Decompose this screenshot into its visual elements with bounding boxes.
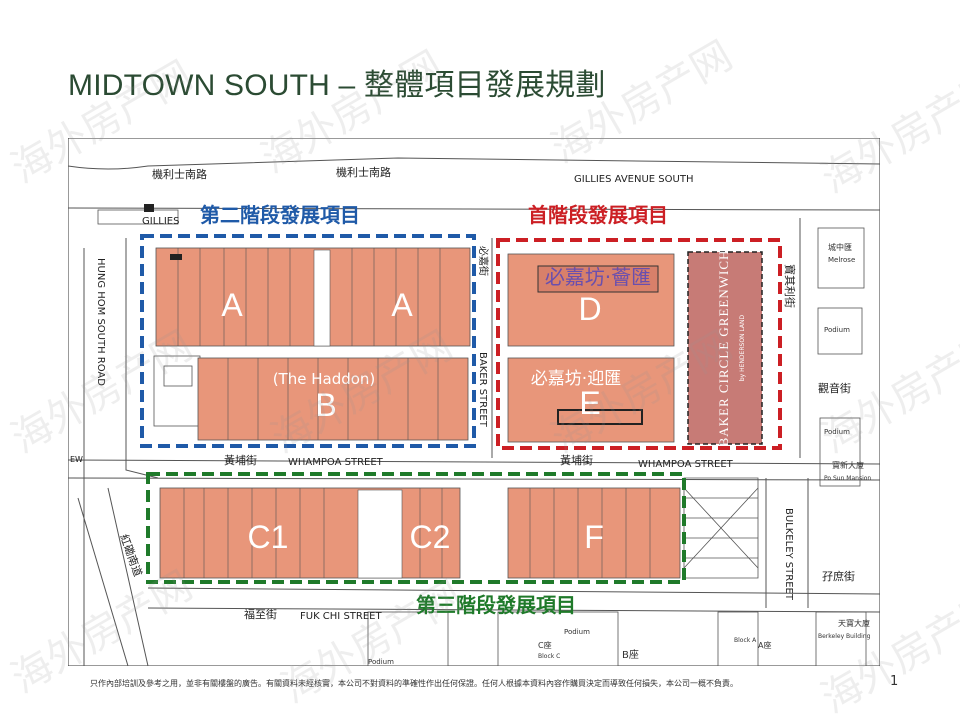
street-whampoa-cn-right: 黃埔街 [560, 453, 593, 467]
bus-stop-icon [170, 254, 182, 260]
gillies-marker-icon [144, 204, 154, 212]
phase3-label: 第三階段發展項目 [416, 593, 576, 617]
street-bulkeley: BULKELEY STREET [783, 508, 794, 601]
street-whampoa-cn-left: 黃埔街 [224, 453, 257, 467]
po-sun-cn: 寶新大廈 [832, 460, 864, 470]
street-baker-cn: 必嘉街 [477, 246, 490, 276]
block-cf-lot-lines [183, 488, 651, 578]
block-b-footprint[interactable] [197, 357, 469, 441]
phase3-boundary[interactable] [146, 472, 686, 584]
street-gillies-short: GILLIES [142, 216, 179, 227]
block-a-label-right: A [391, 287, 413, 323]
berkeley-cn: 天寶大廈 [838, 618, 870, 628]
podium-3: Podium [564, 628, 590, 636]
street-fuk-chi-en: FUK CHI STREET [300, 611, 382, 622]
podium-1: Podium [824, 326, 850, 334]
podium-2: Podium [824, 428, 850, 436]
po-sun-en: Po Sun Mansion [824, 475, 871, 482]
block-c2-label: C2 [410, 519, 451, 555]
block-c-en: Block C [538, 653, 560, 660]
block-d-label: D [578, 291, 601, 327]
block-c1-label: C1 [248, 519, 289, 555]
block-e-label: E [579, 385, 600, 421]
greenwich-subtitle: by HENDERSON LAND [739, 314, 746, 381]
block-a-cn: A座 [758, 640, 771, 650]
berkeley-en: Berkeley Building [818, 633, 871, 640]
street-gillies-cn-right: 機利士南路 [336, 165, 391, 179]
street-po-loi: 寶其利街 [783, 264, 797, 308]
street-gillies-en: GILLIES AVENUE SOUTH [574, 174, 693, 185]
street-hung-hom-south: HUNG HOM SOUTH ROAD [95, 258, 106, 386]
block-f-label: F [584, 519, 604, 555]
phase1-boundary[interactable] [496, 238, 782, 450]
street-baker-en: BAKER STREET [477, 352, 488, 428]
site-plan-map[interactable]: A A B C1 C2 D E F (The Haddon) 必嘉坊·薈匯 必嘉… [68, 138, 880, 666]
page-title: MIDTOWN SOUTH – 整體項目發展規劃 [68, 69, 606, 102]
street-ew: EW [70, 455, 83, 464]
block-e-name: 必嘉坊·迎匯 [531, 369, 621, 389]
road-lines [68, 157, 880, 666]
phase1-label: 首階段發展項目 [528, 203, 668, 227]
block-e-footprint[interactable] [507, 357, 675, 443]
neighbour-outlines [97, 209, 867, 666]
street-tsz-shu: 孖庶街 [822, 569, 855, 583]
block-d-name: 必嘉坊·薈匯 [545, 265, 651, 289]
melrose-en: Melrose [828, 256, 855, 264]
melrose-cn: 城中匯 [828, 242, 852, 252]
block-f-footprint[interactable] [507, 487, 681, 579]
page-number: 1 [890, 674, 899, 689]
block-c-footprint[interactable] [159, 487, 461, 579]
street-gillies-cn-left: 機利士南路 [152, 167, 207, 181]
street-fuk-chi-cn: 福至街 [244, 607, 277, 621]
phase2-boundary[interactable] [140, 234, 476, 448]
street-whampoa-en-right: WHAMPOA STREET [638, 459, 734, 470]
greenwich-title: BAKER CIRCLE GREENWICH [716, 250, 731, 447]
street-whampoa-en-left: WHAMPOA STREET [288, 457, 384, 468]
block-ab-lot-lines [177, 248, 441, 440]
block-a-label-left: A [221, 287, 243, 323]
haddon-label: (The Haddon) [273, 370, 376, 388]
phase2-label: 第二階段發展項目 [200, 203, 360, 227]
block-a-footprint[interactable] [155, 247, 471, 347]
block-b-cn: B座 [622, 648, 639, 661]
block-b-label: B [315, 387, 336, 423]
disclaimer-footer: 只作內部培訓及參考之用，並非有關樓盤的廣告。有關資料未經核實，本公司不對資料的準… [90, 679, 738, 688]
podium-4: Podium [368, 658, 394, 666]
block-a-en: Block A [734, 637, 757, 644]
greenwich-panel[interactable] [687, 251, 763, 445]
street-kwun-yam: 觀音街 [818, 381, 851, 395]
block-c-cn: C座 [538, 640, 552, 650]
